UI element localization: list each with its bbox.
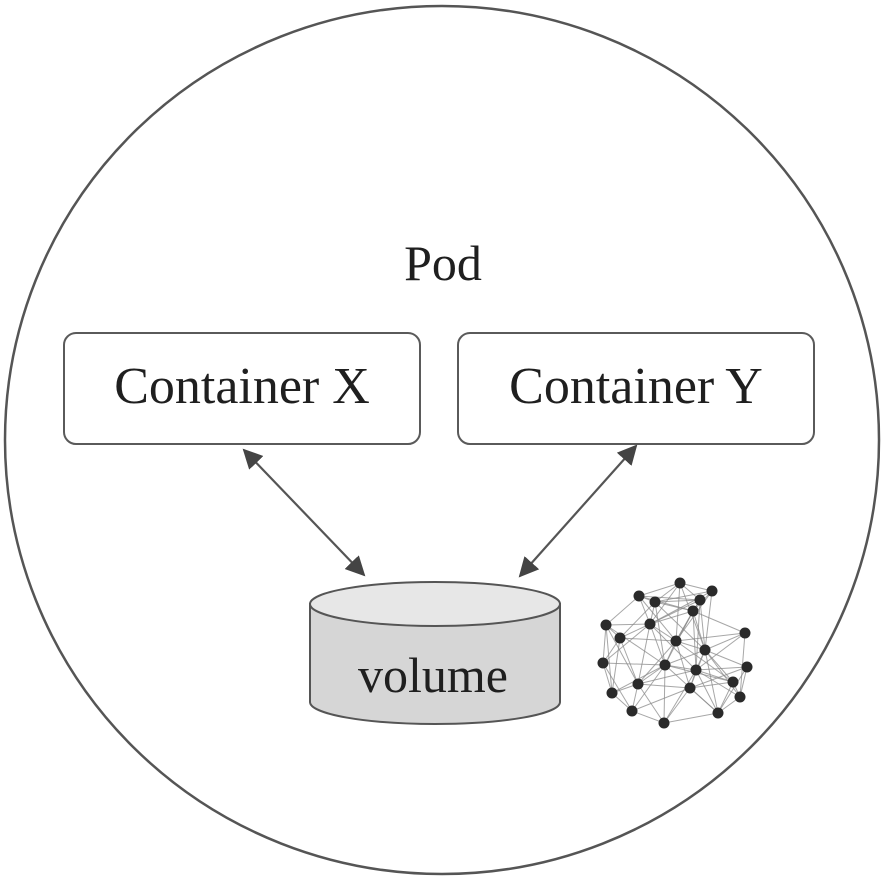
network-edge — [602, 624, 607, 664]
network-edge — [689, 687, 719, 714]
network-node — [597, 657, 609, 669]
network-node — [694, 594, 706, 606]
network-node — [644, 618, 656, 630]
network-edge — [704, 649, 748, 668]
network-graph-icon — [597, 577, 753, 729]
network-edge — [649, 623, 666, 666]
network-edge — [675, 582, 681, 642]
network-edge — [631, 710, 665, 724]
network-node — [674, 577, 686, 589]
volume-cylinder-body — [309, 603, 561, 725]
container-y: Container Y — [457, 332, 815, 445]
network-edge — [695, 669, 734, 683]
network-edge — [675, 640, 691, 689]
network-node — [632, 678, 644, 690]
volume-cylinder-top — [309, 581, 561, 627]
network-edge — [619, 601, 656, 639]
network-node — [706, 585, 718, 597]
network-edge — [654, 601, 694, 612]
network-edge — [637, 640, 677, 685]
network-edge — [638, 595, 701, 601]
network-edge — [605, 624, 666, 666]
network-node — [633, 590, 645, 602]
network-edge — [695, 632, 746, 671]
network-edge — [695, 669, 719, 714]
network-node — [649, 596, 661, 608]
network-edge — [664, 649, 706, 666]
network-node — [699, 644, 711, 656]
network-edge — [602, 662, 666, 666]
network-edge — [704, 649, 734, 683]
volume-cylinder: volume — [309, 581, 561, 725]
network-node — [659, 659, 671, 671]
network-node — [684, 682, 696, 694]
network-node — [658, 717, 670, 729]
network-edge — [689, 681, 734, 689]
network-edge — [717, 681, 734, 714]
network-edge — [692, 610, 706, 651]
network-node — [614, 632, 626, 644]
network-edge — [619, 623, 651, 639]
network-edge — [663, 669, 697, 724]
network-edge — [605, 623, 651, 626]
network-edge — [699, 599, 706, 651]
network-node — [626, 705, 638, 717]
network-edge — [663, 664, 666, 724]
network-edge — [654, 590, 713, 603]
container-x-label: Container X — [114, 358, 370, 415]
network-node — [741, 661, 753, 673]
arrow-container-x-volume — [242, 448, 366, 577]
network-node — [690, 664, 702, 676]
network-edge — [695, 599, 701, 671]
arrow-container-y-volume — [518, 444, 638, 578]
network-edge — [605, 624, 613, 694]
network-edge — [654, 601, 666, 666]
network-edge — [605, 595, 640, 626]
network-edge — [637, 669, 697, 685]
container-y-box — [457, 332, 815, 445]
network-edge — [663, 712, 719, 724]
network-node — [712, 707, 724, 719]
network-edge — [602, 662, 633, 712]
network-edge — [654, 601, 706, 651]
network-edge — [605, 624, 639, 685]
network-edge — [717, 666, 748, 714]
network-edge — [637, 683, 691, 689]
network-edge — [619, 637, 677, 642]
container-x-box — [63, 332, 421, 445]
network-edge — [619, 637, 639, 685]
network-node — [739, 627, 751, 639]
network-node — [600, 619, 612, 631]
network-edge — [631, 687, 691, 712]
network-edge — [611, 637, 621, 694]
network-edge — [679, 582, 706, 651]
network-node — [734, 691, 746, 703]
network-edge — [638, 582, 681, 597]
network-edge — [695, 669, 741, 698]
container-y-label: Container Y — [509, 358, 763, 415]
network-node — [606, 687, 618, 699]
network-edge — [704, 649, 741, 698]
network-edge — [704, 632, 746, 651]
network-edge — [602, 623, 651, 664]
network-edge — [663, 687, 691, 724]
network-edge — [704, 590, 713, 651]
network-edge — [637, 623, 651, 685]
network-edge — [631, 664, 666, 712]
network-edge — [704, 649, 719, 714]
network-node — [727, 676, 739, 688]
network-edge — [675, 632, 746, 642]
network-edge — [692, 610, 746, 634]
pod-label: Pod — [404, 235, 482, 291]
network-edge — [695, 666, 748, 671]
network-edge — [654, 599, 701, 603]
volume-label: volume — [358, 647, 508, 703]
network-node — [687, 605, 699, 617]
network-edge — [637, 664, 666, 685]
pod-circle — [3, 4, 881, 876]
network-node — [670, 635, 682, 647]
container-x: Container X — [63, 332, 421, 445]
